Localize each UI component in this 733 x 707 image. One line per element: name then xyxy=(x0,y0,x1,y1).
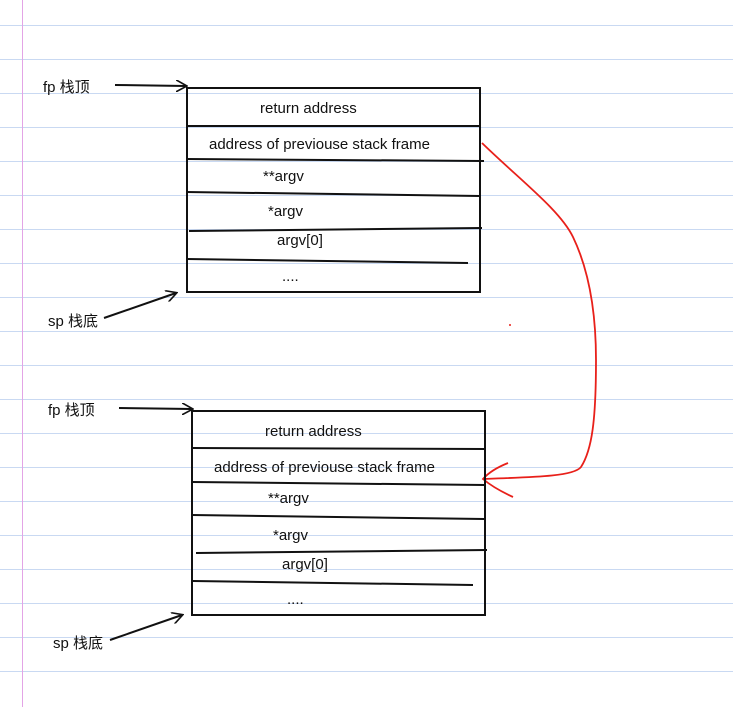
frame-2-argv-0: argv[0] xyxy=(282,556,328,573)
sp-pointer-arrow-2 xyxy=(109,615,182,641)
frame-2-argv-pointer: *argv xyxy=(273,527,309,544)
sp-pointer-arrow-1 xyxy=(103,293,176,319)
fp-pointer-arrow-1 xyxy=(114,85,186,86)
frame-1-argv-pointer: *argv xyxy=(268,203,304,220)
sp-label-2: sp 栈底 xyxy=(53,635,104,652)
frame-2-argv-double-pointer: **argv xyxy=(268,490,309,507)
fp-pointer-arrow-2 xyxy=(118,408,192,409)
sp-label-1: sp 栈底 xyxy=(48,313,99,330)
ink-dot xyxy=(509,324,511,326)
stack-frame-1 xyxy=(186,87,481,293)
frame-1-argv-double-pointer: **argv xyxy=(263,168,304,185)
previous-frame-link-arrowhead xyxy=(481,462,514,498)
frame-2-return-address: return address xyxy=(265,423,362,440)
frame-2-previous-frame-address: address of previouse stack frame xyxy=(214,459,435,476)
frame-1-return-address: return address xyxy=(260,100,357,117)
stack-frame-2 xyxy=(191,410,486,616)
fp-label-1: fp 栈顶 xyxy=(43,79,90,96)
notebook-margin-line xyxy=(22,0,23,707)
frame-1-argv-0: argv[0] xyxy=(277,232,323,249)
previous-frame-link-arrow xyxy=(481,142,597,480)
frame-2-ellipsis: .... xyxy=(287,591,304,608)
frame-1-previous-frame-address: address of previouse stack frame xyxy=(209,136,430,153)
frame-1-ellipsis: .... xyxy=(282,268,299,285)
fp-label-2: fp 栈顶 xyxy=(48,402,95,419)
